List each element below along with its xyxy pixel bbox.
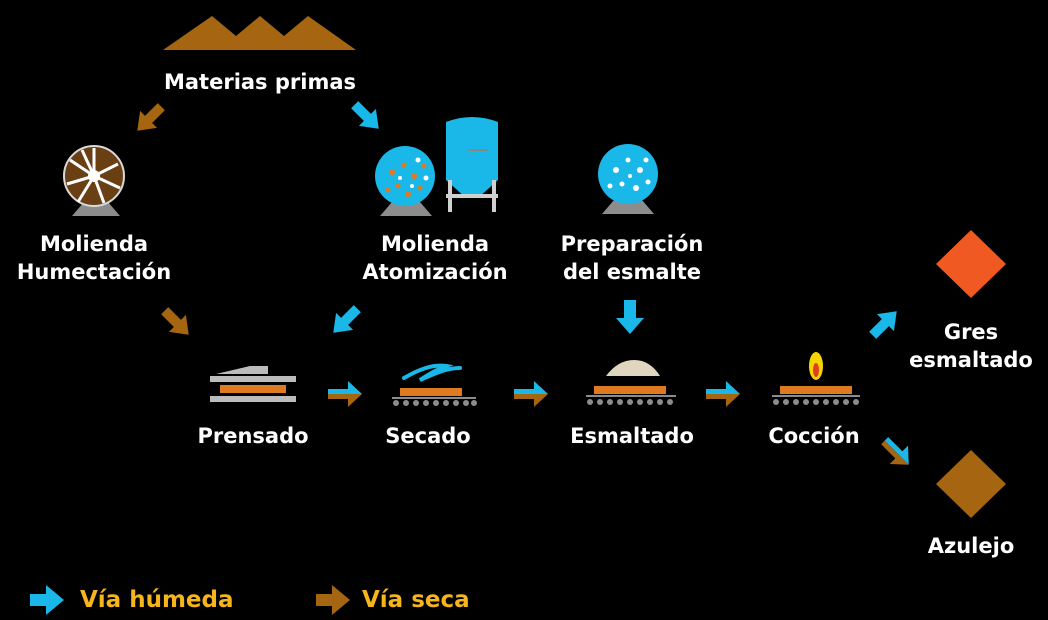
two-tone-arrow-to-azulejo (881, 437, 909, 465)
atomizer-silo-icon (446, 117, 498, 212)
legend-dry-label: Vía seca (362, 587, 470, 613)
label-prensado: Prensado (197, 424, 309, 448)
dry-route-arrow-to-humectacion (137, 103, 165, 131)
glaze-arrow-down (616, 300, 644, 334)
label-preparacion-line1: Preparación (560, 232, 704, 256)
gres-tile-diamond-icon (936, 230, 1006, 298)
crusher-wheel-icon (63, 145, 125, 216)
legend-wet-label: Vía húmeda (80, 587, 234, 613)
wet-route-arrow-to-prensado (333, 305, 361, 333)
label-gres-line2: esmaltado (909, 348, 1033, 372)
label-esmaltado: Esmaltado (570, 424, 694, 448)
legend-dry-arrow-icon (316, 585, 350, 615)
label-molienda-atomizacion: Molienda Atomización (345, 230, 525, 286)
kiln-flame-icon (772, 352, 860, 405)
legend-wet-arrow-icon (30, 585, 64, 615)
label-materias-primas: Materias primas (163, 70, 357, 94)
label-secado: Secado (385, 424, 471, 448)
azulejo-tile-diamond-icon (936, 450, 1006, 518)
wet-route-arrow-to-atomizacion (351, 101, 379, 129)
glaze-mill-icon (598, 144, 658, 214)
wet-route-arrow-to-gres (869, 311, 897, 339)
ball-mill-icon (375, 146, 435, 216)
flow-arrow-prensado-secado (328, 381, 362, 407)
label-molienda-humectacion-line2: Humectación (16, 260, 172, 284)
label-coccion: Cocción (768, 424, 860, 448)
glazing-icon (586, 360, 676, 405)
press-icon (210, 366, 296, 402)
label-molienda-atomizacion-line1: Molienda (380, 232, 490, 256)
label-preparacion-line2: del esmalte (562, 260, 702, 284)
flow-arrow-esmaltado-coccion (706, 381, 740, 407)
label-gres-esmaltado: Gres esmaltado (896, 318, 1046, 374)
label-gres-line1: Gres (943, 320, 999, 344)
raw-materials-mountains-icon (163, 16, 356, 50)
label-azulejo: Azulejo (927, 534, 1015, 558)
label-preparacion-esmalte: Preparación del esmalte (542, 230, 722, 286)
label-molienda-humectacion: Molienda Humectación (4, 230, 184, 286)
flow-arrow-secado-esmaltado (514, 381, 548, 407)
dryer-icon (392, 363, 477, 406)
dry-route-arrow-to-prensado (161, 307, 189, 335)
label-molienda-atomizacion-line2: Atomización (362, 260, 508, 284)
label-molienda-humectacion-line1: Molienda (39, 232, 149, 256)
